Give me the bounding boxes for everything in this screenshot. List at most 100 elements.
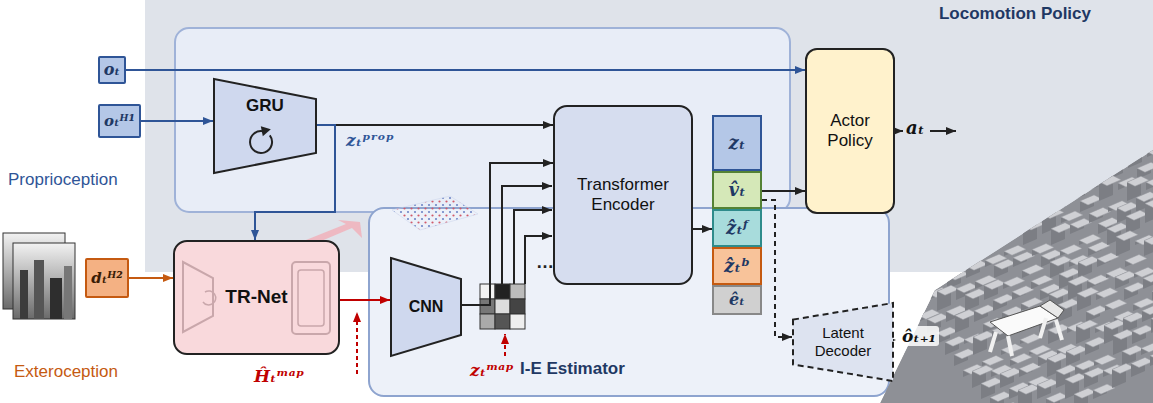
node-text-group: CNN [409,297,444,316]
terrain-block [974,305,996,315]
decoder-output-arrow [882,339,896,341]
height-map-points [392,196,478,230]
gru-encoder: GRU [213,78,317,174]
terrain-block [938,266,952,278]
transformer-box: Transformer Encoder [553,105,693,285]
terrain-block [995,227,1017,237]
leader-line [504,334,506,356]
terrain-block [1097,253,1119,263]
terrain-block [1136,192,1153,202]
terrain-block [1125,255,1147,265]
terrain-block [1105,299,1127,309]
node-text-group: GRU [246,96,284,116]
terrain-block [1150,350,1153,366]
node-shape [213,78,317,174]
faded-icon [183,262,213,332]
terrain-block [999,402,1013,403]
ellipsis-mark: … [536,252,554,274]
node-text-group: Actor Policy [807,111,893,152]
terrain-block [1019,363,1041,373]
terrain-block [976,239,990,256]
terrain-block [1088,242,1110,252]
terrain-block [938,266,960,276]
signal-label: zₜᵐᵃᵖ [470,360,514,380]
terrain-block [1115,271,1137,281]
terrain-block [1151,313,1153,333]
terrain-block [1127,176,1149,186]
node-label: ẑₜᶠ [726,217,748,239]
node-label: êₜ [729,290,745,309]
connector [126,69,805,71]
terrain-block [1093,384,1115,394]
terrain-block [1131,357,1153,367]
terrain-block [965,289,987,299]
connector [129,277,173,279]
terrain-block [1084,367,1106,377]
connector [462,163,553,305]
latent-box: êₜ [712,285,762,315]
terrain-block [1056,365,1078,375]
shape-outline [793,303,893,381]
terrain-block [1128,147,1150,157]
terrain-block [1087,275,1109,285]
terrain-block [1023,220,1045,230]
action-arrow [889,130,903,132]
terrain-block [1059,268,1081,278]
terrain-block [1051,223,1073,233]
terrain-block [1052,193,1074,203]
connector [340,299,390,301]
terrain-block [1124,282,1146,292]
terrain-block [1109,156,1131,166]
terrain-block [1104,319,1126,329]
connector [693,228,712,230]
latent-box: zₜ [712,115,762,171]
terrain-block [1122,345,1144,355]
terrain-block [1071,184,1085,201]
terrain-block [999,402,1021,403]
terrain-block [1031,275,1053,285]
faded-icon [292,262,330,334]
node-label: TR-Net [225,286,287,309]
terrain-block [1117,202,1139,212]
node-text-group: Latent Decoder [792,324,894,360]
input-box: oₜ [98,56,126,84]
node-text-group: dₜᴴ² [91,269,123,287]
terrain-block [1071,184,1093,194]
terrain-block [1046,393,1068,403]
terrain-block [1150,350,1153,360]
node-label: Actor Policy [807,111,893,152]
terrain-block [1065,373,1087,383]
connector [762,200,792,337]
section-label: Exteroception [14,362,118,382]
terrain-block [947,270,969,280]
terrain-block [957,253,971,267]
terrain-block [1145,198,1153,208]
terrain-block [1144,235,1153,245]
terrain-block [1000,368,1022,378]
terrain-block [1020,334,1042,344]
cnn-encoder: CNN [390,257,462,357]
terrain-block [1058,299,1080,309]
input-box: oₜᴴ¹ [98,104,141,138]
feature-grid [480,284,525,329]
terrain-block [1078,256,1100,266]
terrain-block [1037,379,1059,389]
node-label: Locomotion Policy [939,4,1091,24]
signal-label: ôₜ₊₁ [899,326,939,346]
node-label: ẑₜᵇ [724,255,750,277]
terrain-block [955,310,977,320]
terrain-block [1141,342,1153,352]
terrain-block [1147,146,1153,156]
connector [317,124,553,126]
region-outline [175,28,790,212]
node-label: zₜ [729,132,746,154]
latent-box: ẑₜᵇ [712,247,762,285]
terrain-block [1132,325,1153,335]
terrain-block [909,290,923,311]
terrain-block [981,378,1003,388]
signal-label: aₜ [906,117,924,139]
terrain-block [1076,320,1098,330]
terrain-block [1099,176,1121,186]
terrain-block [1070,218,1092,228]
terrain-block [1075,360,1097,370]
